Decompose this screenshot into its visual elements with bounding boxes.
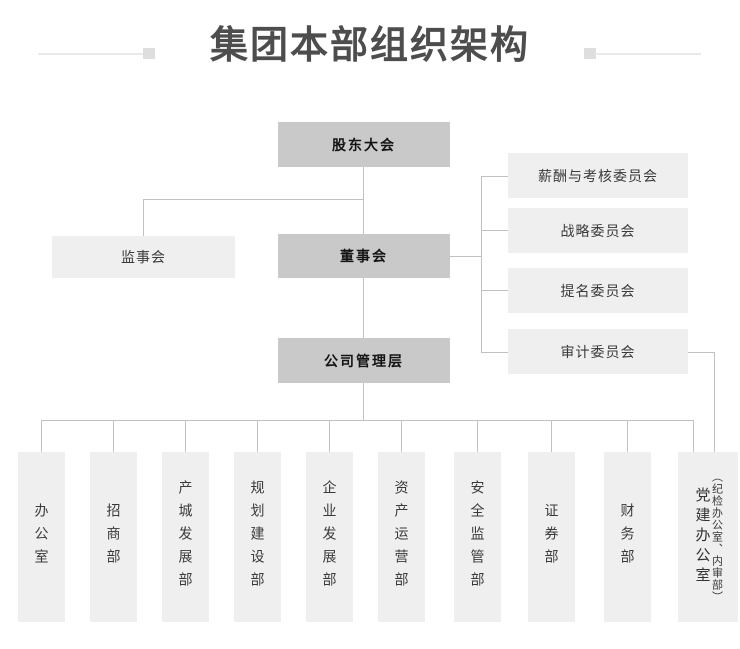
node-department-enterprise-development: 企业发展部 <box>306 452 353 622</box>
node-label: 资产运营部 <box>393 479 410 595</box>
node-shareholders-meeting: 股东大会 <box>278 122 450 167</box>
node-label: 证券部 <box>543 502 560 572</box>
node-department-party-building: 党建办公室 （纪检办公室、内审部） <box>678 452 738 622</box>
connector-line <box>688 352 714 353</box>
node-label: 安全监管部 <box>469 479 486 595</box>
node-label: 党建办公室 <box>693 487 711 587</box>
node-label: 审计委员会 <box>560 343 636 360</box>
connector-line <box>481 230 508 231</box>
connector-line <box>143 199 364 200</box>
connector-line <box>551 420 552 452</box>
node-committee-strategy: 战略委员会 <box>508 208 688 253</box>
node-supervisory-board: 监事会 <box>52 236 235 278</box>
node-department-finance: 财务部 <box>604 452 651 622</box>
node-label: 企业发展部 <box>321 479 338 595</box>
node-label: 战略委员会 <box>560 222 636 239</box>
connector-line <box>363 383 364 420</box>
node-department-investment: 招商部 <box>90 452 137 622</box>
node-board-of-directors: 董事会 <box>278 234 450 278</box>
connector-line <box>481 352 508 353</box>
node-label: 办公室 <box>33 502 50 572</box>
connector-line <box>481 176 482 352</box>
node-label: 股东大会 <box>332 136 396 153</box>
connector-line <box>329 420 330 452</box>
connector-line <box>363 167 364 234</box>
node-committee-audit: 审计委员会 <box>508 329 688 374</box>
connector-line <box>450 256 481 257</box>
connector-line <box>714 352 715 452</box>
connector-line <box>41 420 693 421</box>
connector-line <box>627 420 628 452</box>
connector-line <box>481 290 508 291</box>
node-label: 提名委员会 <box>560 282 636 299</box>
node-label: 薪酬与考核委员会 <box>538 167 658 184</box>
node-department-safety-supervision: 安全监管部 <box>454 452 501 622</box>
node-management-layer: 公司管理层 <box>278 338 450 383</box>
page-title: 集团本部组织架构 <box>209 25 530 67</box>
title-rule-left <box>38 53 144 55</box>
connector-line <box>257 420 258 452</box>
node-label: 规划建设部 <box>249 479 266 595</box>
node-department-securities: 证券部 <box>528 452 575 622</box>
connector-line <box>481 176 508 177</box>
node-label: 公司管理层 <box>324 352 404 369</box>
node-committee-nomination: 提名委员会 <box>508 268 688 313</box>
connector-line <box>113 420 114 452</box>
node-label: 监事会 <box>121 249 166 265</box>
node-department-planning-construction: 规划建设部 <box>234 452 281 622</box>
connector-line <box>143 199 144 236</box>
title-rule-right-square <box>584 48 596 59</box>
node-label: 董事会 <box>340 248 388 264</box>
connector-line <box>401 420 402 452</box>
title-rule-right <box>595 53 701 55</box>
node-label: 招商部 <box>105 502 122 572</box>
node-label: 财务部 <box>619 502 636 572</box>
connector-line <box>693 420 694 452</box>
node-department-industry-city: 产城发展部 <box>162 452 209 622</box>
node-sublabel: （纪检办公室、内审部） <box>710 471 723 603</box>
connector-line <box>41 420 42 452</box>
title-rule-left-square <box>143 48 155 59</box>
node-department-office: 办公室 <box>18 452 65 622</box>
node-department-asset-operation: 资产运营部 <box>378 452 425 622</box>
connector-line <box>477 420 478 452</box>
connector-line <box>185 420 186 452</box>
node-label: 产城发展部 <box>177 479 194 595</box>
node-committee-remuneration: 薪酬与考核委员会 <box>508 153 688 198</box>
connector-line <box>363 278 364 338</box>
